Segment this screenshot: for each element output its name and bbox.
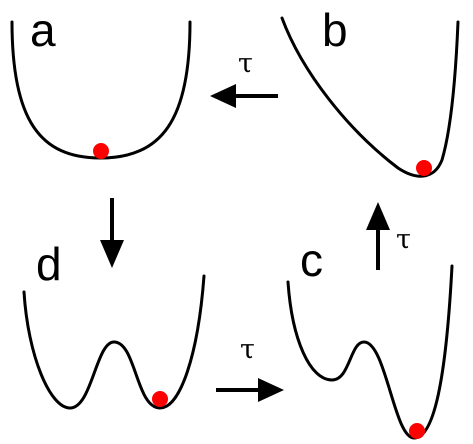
panel-c-label: c: [300, 234, 323, 286]
panel-a: a: [10, 4, 192, 160]
transition-a-to-d: [100, 198, 124, 268]
panel-b-label: b: [322, 4, 348, 56]
transition-c-to-b: τ: [366, 202, 411, 270]
arrow-down-icon: [100, 240, 124, 268]
transition-b-to-a: τ: [210, 48, 278, 108]
panel-b-potential-curve: [280, 16, 460, 178]
tau-label-d-to-c: τ: [240, 334, 255, 365]
arrow-up-icon: [366, 202, 390, 230]
tau-label-c-to-b: τ: [396, 224, 411, 255]
panel-c-potential-curve: [286, 264, 454, 440]
panel-a-label: a: [30, 4, 56, 56]
panel-d-potential-curve: [22, 274, 206, 410]
panel-b-ball: [416, 160, 432, 176]
arrow-right-icon: [258, 378, 284, 402]
panel-d-label: d: [36, 238, 62, 290]
panel-d: d: [22, 238, 206, 410]
panel-d-ball: [152, 391, 168, 407]
panel-a-ball: [93, 143, 109, 159]
panel-c: c: [286, 234, 454, 440]
tau-label-b-to-a: τ: [238, 48, 253, 79]
panel-b: b: [280, 4, 460, 178]
panel-c-ball: [409, 423, 425, 439]
arrow-left-icon: [210, 84, 236, 108]
transition-d-to-c: τ: [216, 334, 284, 402]
